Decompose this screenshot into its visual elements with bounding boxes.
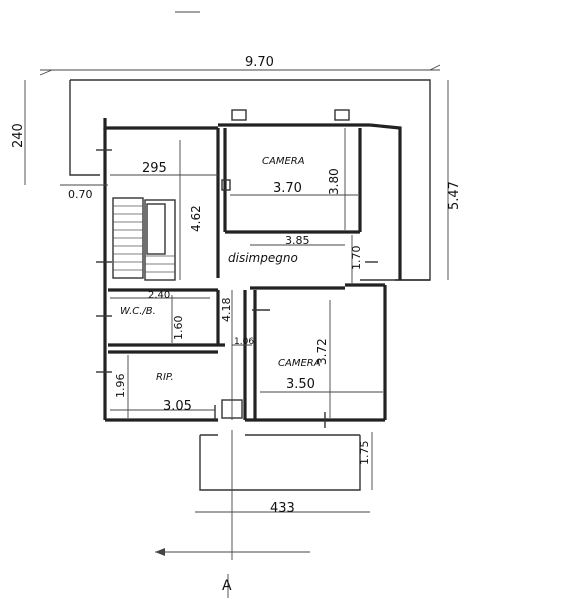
dim-camera-bottom-width: 3.50 (286, 377, 315, 392)
dim-stair-width: 295 (142, 161, 167, 176)
dim-corridor-height: 4.18 (220, 298, 233, 323)
room-labels: CAMERA disimpegno W.C./B. CAMERA RIP. (120, 156, 321, 383)
dimension-lines (24, 69, 449, 598)
dim-terrace-height: 1.75 (358, 441, 371, 466)
room-camera-bottom: CAMERA (278, 358, 321, 369)
building-walls (103, 118, 402, 422)
dim-right-height: 5.47 (447, 181, 462, 210)
dim-left-offset: 0.70 (68, 188, 93, 201)
compass-letter: A (222, 578, 232, 594)
section-marks (39, 11, 441, 556)
dim-camera-top-height: 3.80 (327, 168, 341, 195)
dim-disimpegno-width: 3.85 (285, 234, 310, 247)
lower-terrace-outline (199, 434, 361, 491)
dim-wc-width: 2.40 (148, 290, 170, 301)
dim-wc-height: 1.60 (172, 316, 185, 341)
dim-camera-top-width: 3.70 (273, 181, 302, 196)
dim-rip-height: 1.96 (114, 374, 127, 399)
room-rip: RIP. (156, 372, 174, 383)
room-wc: W.C./B. (120, 306, 156, 317)
dim-stair-height: 4.62 (189, 205, 203, 232)
staircase (112, 197, 176, 281)
dim-disimpegno-height: 1.70 (350, 246, 363, 271)
openings (96, 109, 378, 428)
upper-terrace-outline (69, 79, 431, 281)
dim-rip-width: 3.05 (163, 399, 192, 414)
dim-camera-bottom-height: 3.72 (315, 338, 329, 365)
room-camera-top: CAMERA (262, 156, 305, 167)
room-disimpegno: disimpegno (228, 251, 298, 265)
dimension-labels: 9.70 240 5.47 0.70 295 4.62 3.70 3.80 3.… (11, 55, 462, 516)
dim-bottom-width: 433 (270, 501, 295, 516)
dim-corridor-width: 1.06 (234, 337, 254, 347)
dim-left-height: 240 (11, 123, 26, 148)
dim-total-width: 9.70 (245, 55, 274, 70)
